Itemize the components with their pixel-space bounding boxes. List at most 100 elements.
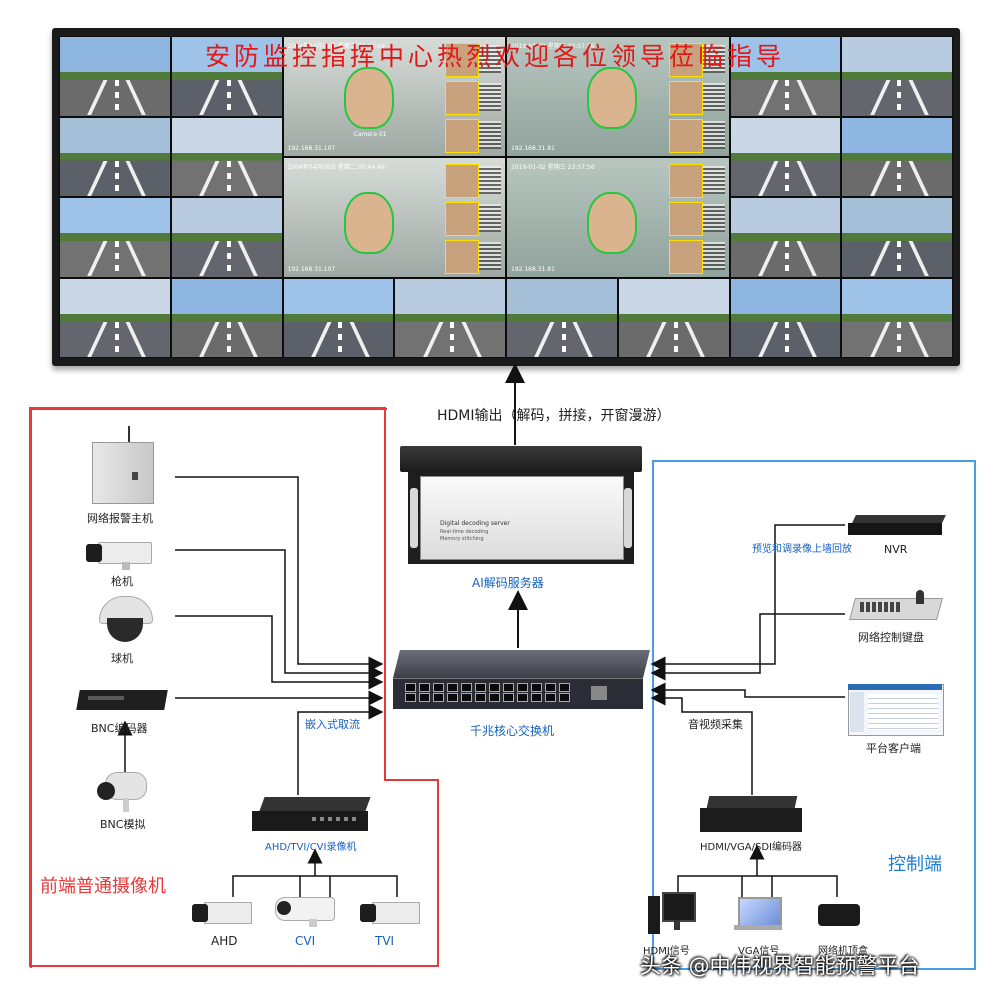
detected-face bbox=[587, 67, 637, 129]
bnc-encoder-device bbox=[76, 684, 168, 712]
face-thumbnail bbox=[445, 239, 479, 274]
switch-port bbox=[405, 683, 416, 692]
road-camera-feed bbox=[171, 37, 282, 116]
switch-port bbox=[531, 683, 542, 692]
face-thumbnail bbox=[445, 119, 479, 153]
recorder-device bbox=[252, 797, 371, 835]
road-camera-feed bbox=[60, 278, 170, 357]
switch-port bbox=[545, 693, 556, 702]
overlay-timestamp: 2019-01-02 星期三 23:57:56 bbox=[511, 163, 595, 171]
switch-port bbox=[461, 693, 472, 702]
detected-face bbox=[343, 191, 394, 254]
hdmi-signal-label: HDMI信号 bbox=[643, 946, 690, 957]
encoder-label: HDMI/VGA/SDI编码器 bbox=[700, 842, 802, 853]
server-panel-text-2: Real-time decoding bbox=[440, 529, 489, 535]
switch-port bbox=[559, 683, 570, 692]
alarm-host-device bbox=[92, 426, 154, 504]
nvr-device bbox=[848, 515, 946, 537]
road-camera-feed bbox=[730, 37, 841, 116]
tv-box-label: 网络机顶盒 bbox=[818, 946, 868, 957]
switch-port bbox=[489, 683, 500, 692]
switch-port bbox=[419, 693, 430, 702]
road-camera-feed bbox=[618, 278, 729, 357]
vga-signal-label: VGA信号 bbox=[738, 946, 780, 957]
control-title: 控制端 bbox=[888, 854, 942, 875]
cvi-label: CVI bbox=[295, 934, 316, 948]
face-thumbnail bbox=[668, 201, 703, 236]
road-camera-feed bbox=[730, 198, 841, 277]
switch-port bbox=[517, 683, 528, 692]
vga-laptop-device bbox=[734, 897, 782, 933]
face-recognition-feed: 2019-01-02 星期三 23:57:56 192.168.31.81 bbox=[507, 37, 729, 156]
embedded-stream-label: 嵌入式取流 bbox=[305, 718, 360, 731]
server-panel-text-3: Memory stitching bbox=[440, 536, 484, 542]
switch-port bbox=[559, 693, 570, 702]
alarm-host-label: 网络报警主机 bbox=[87, 512, 153, 525]
road-camera-feed bbox=[283, 278, 394, 357]
hdmi-encoder-device bbox=[700, 796, 804, 836]
dome-camera-label: 球机 bbox=[111, 652, 133, 665]
overlay-ip: 192.168.31.81 bbox=[511, 144, 555, 152]
switch-port bbox=[475, 683, 486, 692]
recorder-label: AHD/TVI/CVI录像机 bbox=[265, 842, 357, 853]
gun-camera-device bbox=[86, 540, 152, 570]
road-camera-feed bbox=[60, 198, 170, 277]
switch-port bbox=[447, 683, 458, 692]
server-panel-text-1: Digital decoding server bbox=[440, 520, 510, 527]
bnc-encoder-label: BNC编码器 bbox=[91, 722, 148, 735]
nvr-label: NVR bbox=[884, 543, 908, 556]
switch-port bbox=[545, 683, 556, 692]
tvi-label: TVI bbox=[375, 934, 395, 948]
welcome-banner: 安防监控指挥中心热烈欢迎各位领导莅临指导 bbox=[204, 42, 785, 71]
face-thumbnail bbox=[445, 43, 479, 77]
road-camera-feed bbox=[842, 37, 952, 116]
road-camera-feed bbox=[171, 117, 282, 196]
face-thumbnail bbox=[445, 81, 479, 115]
overlay-timestamp: 2004年04月06日 星期二 00:44:49 bbox=[287, 163, 385, 171]
platform-client-screen bbox=[848, 684, 944, 736]
tv-box-device bbox=[818, 904, 862, 928]
road-camera-feed bbox=[730, 278, 841, 357]
face-thumbnail bbox=[445, 201, 479, 236]
face-thumbnail bbox=[668, 239, 703, 274]
watermark: 头条 @中伟视界智能预警平台 bbox=[640, 954, 920, 978]
detected-face bbox=[587, 191, 637, 254]
switch-port bbox=[531, 693, 542, 702]
ahd-label: AHD bbox=[211, 934, 238, 948]
face-thumbnail bbox=[668, 119, 703, 153]
av-capture-label: 音视频采集 bbox=[688, 718, 743, 731]
dome-camera-device bbox=[97, 596, 153, 642]
road-camera-feed bbox=[60, 37, 170, 116]
road-camera-feed bbox=[171, 198, 282, 277]
overlay-timestamp: 2019-01-02 星期三 23:57:56 bbox=[511, 43, 595, 50]
switch-port bbox=[405, 693, 416, 702]
detected-face bbox=[343, 67, 394, 129]
switch-port bbox=[503, 683, 514, 692]
bnc-analog-label: BNC模拟 bbox=[100, 818, 146, 831]
switch-port bbox=[517, 693, 528, 702]
face-thumbnail bbox=[668, 81, 703, 115]
client-label: 平台客户端 bbox=[866, 742, 921, 755]
overlay-ip: 192.168.31.81 bbox=[511, 265, 555, 273]
overlay-ip: 192.168.31.107 bbox=[287, 144, 336, 152]
road-camera-feed bbox=[842, 117, 952, 196]
control-region bbox=[652, 460, 976, 970]
switch-port bbox=[503, 693, 514, 702]
switch-port bbox=[475, 693, 486, 702]
road-camera-feed bbox=[842, 198, 952, 277]
switch-port bbox=[447, 693, 458, 702]
road-camera-feed bbox=[395, 278, 505, 357]
overlay-camera-tag: Camera 01 bbox=[353, 131, 387, 138]
hdmi-pc-device bbox=[648, 892, 696, 938]
switch-label: 千兆核心交换机 bbox=[470, 724, 555, 738]
hdmi-output-label: HDMI输出（解码，拼接，开窗漫游） bbox=[437, 408, 671, 424]
switch-port bbox=[489, 693, 500, 702]
road-camera-feed bbox=[171, 278, 282, 357]
gun-camera-label: 枪机 bbox=[111, 575, 133, 588]
switch-port bbox=[419, 683, 430, 692]
switch-port bbox=[433, 693, 444, 702]
tvi-camera-device bbox=[360, 900, 420, 926]
